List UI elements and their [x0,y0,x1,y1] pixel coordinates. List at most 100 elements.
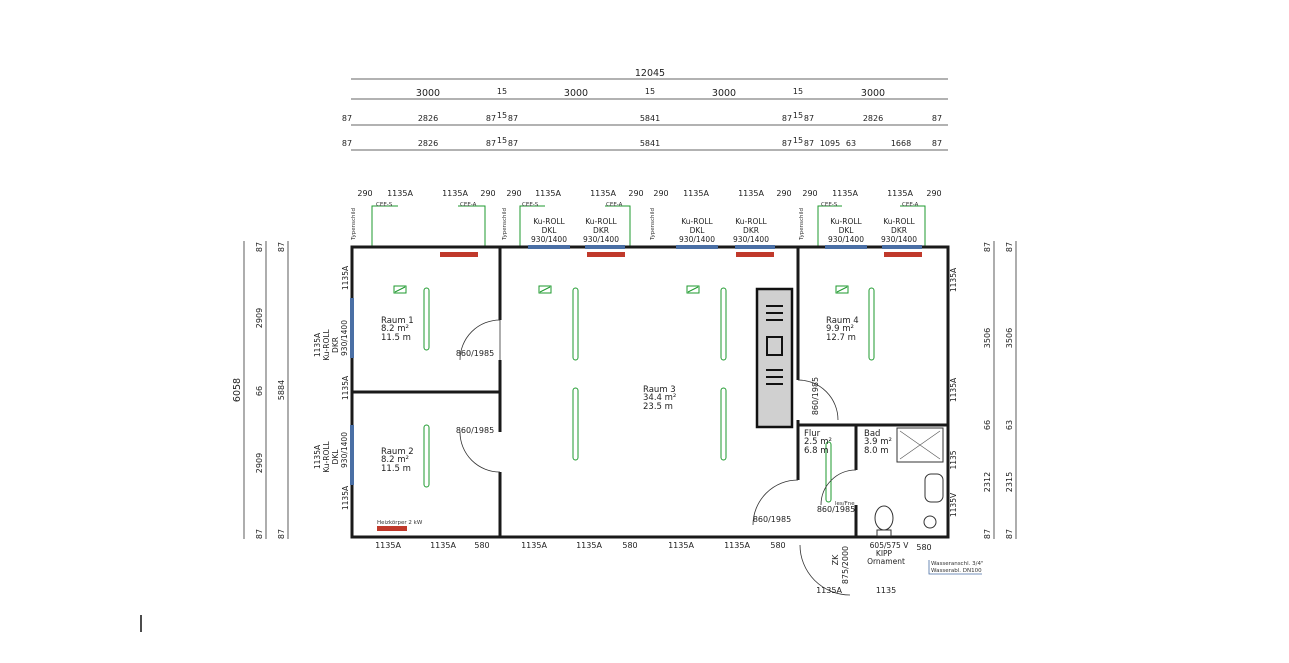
dim-inner: 87 [508,114,518,123]
dim-module: 3000 [416,88,440,99]
dim-right: 2312 [983,472,992,492]
room-area: 8.2 m² [381,455,409,465]
window-label: DKR [331,337,340,353]
right-dimensions: 87 3506 66 2312 87 87 3506 63 2315 87 [983,241,1017,539]
right-side-labels: 1135A 1135A 1135 1135V [949,267,958,517]
water-notes: Wasseranschl. 3/4" Wasserabl. DN100 [928,560,983,575]
opening-label: 1135A [590,189,616,198]
left-side-labels: 1135A 1135A 1135A 1135A Ku-ROLL DKR 930/… [313,265,350,510]
opening-label: 290 [653,189,668,198]
window-size: 605/575 V [870,541,910,550]
dim-left: 87 [277,529,286,539]
room-perimeter: 23.5 m [643,402,673,412]
dim-module: 3000 [564,88,588,99]
typenschild-label: Typenschild [351,208,357,241]
door-size: 860/1985 [456,349,494,358]
side-label: 1135A [341,265,350,290]
window-opening: DKL [542,226,558,235]
opening-label: 1135A [832,189,858,198]
heaters: Heizkörper 2 kW [377,252,922,531]
window-label: 1135A [313,444,322,469]
window-opening: DKR [593,226,609,235]
rectangle-icon [766,336,783,356]
kitchen-unit [755,287,794,429]
dim-left-total: 6058 [232,378,243,402]
dim-right: 2315 [1005,472,1014,492]
opening-label: 580 [474,541,489,550]
window-type: Ku-ROLL [883,217,915,226]
window-type: Ku-ROLL [735,217,767,226]
dim-inner: 2826 [418,139,438,148]
dim-module: 3000 [861,88,885,99]
room-area: 34.4 m² [643,393,676,403]
top-opening-labels: 290 1135A 1135A 290 290 1135A 1135A 290 … [357,189,941,198]
side-label: 1135A [341,375,350,400]
room-perimeter: 11.5 m [381,464,411,474]
window-size: 930/1400 [531,235,567,244]
window-opening: KIPP [876,549,893,558]
window-top [528,245,570,249]
dim-inner: 87 [508,139,518,148]
window-size: 930/1400 [828,235,864,244]
window-size: 930/1400 [881,235,917,244]
room-perimeter: 8.0 m [864,446,889,456]
dim-right: 87 [1005,529,1014,539]
opening-label: 580 [622,541,637,550]
opening-label: 1135A [887,189,913,198]
typenschild-label: Typenschild [650,208,656,241]
dim-inner: 87 [486,114,496,123]
window-opening: DKR [743,226,759,235]
opening-label: 1135A [375,541,401,550]
dim-left: 66 [255,386,264,396]
opening-label: 580 [916,543,931,552]
door-size: 860/1985 [811,377,820,415]
water-heater [923,515,937,529]
room-name: Raum 1 [381,316,414,326]
window-type: Ku-ROLL [681,217,713,226]
top-window-labels: Ku-ROLL DKL 930/1400 Ku-ROLL DKR 930/140… [531,217,917,244]
opening-label: 290 [357,189,372,198]
room-name: Raum 3 [643,385,676,395]
window-left [350,425,354,485]
opening-label: 1135A [430,541,456,550]
dim-inner: 5841 [640,139,660,148]
window-top [735,245,775,249]
window-left [350,298,354,358]
bath-window-label: 605/575 V KIPP Ornament [867,541,909,566]
opening-label: 1135A [683,189,709,198]
dim-left-inner: 5884 [277,380,286,400]
opening-label: 580 [770,541,785,550]
opening-label: 1135 [876,586,896,595]
door-size: 860/1985 [817,505,855,514]
dim-module: 15 [497,87,507,96]
dim-inner: 1095 [820,139,840,148]
dim-inner: 63 [846,139,856,148]
water-inlet-note: Wasseranschl. 3/4" [931,561,983,567]
window-size: 930/1400 [679,235,715,244]
room-name: Flur [804,429,821,439]
side-label: 1135V [949,492,958,517]
window-opening: DKL [690,226,706,235]
cee-sockets: CEE-S CEE-A CEE-S CEE-A CEE-S CEE-A Type… [351,202,926,246]
kitchen-block [755,287,794,429]
typenschild-label: Typenschild [502,208,508,241]
room-name: Raum 2 [381,447,414,457]
heater [884,252,922,257]
window-top [676,245,718,249]
opening-label: 1135A [442,189,468,198]
room-perimeter: 11.5 m [381,333,411,343]
dim-inner: 87 [932,114,942,123]
window-label: 930/1400 [340,432,349,468]
ceiling-lights [423,287,875,503]
window-top [585,245,625,249]
room-area: 8.2 m² [381,324,409,334]
dim-left: 2909 [255,308,264,328]
opening-label: 290 [926,189,941,198]
dim-inner: 1668 [891,139,911,148]
dim-total-width: 12045 [635,68,665,79]
side-label: 1135A [949,267,958,292]
opening-label: 1135A [521,541,547,550]
window-top [882,245,922,249]
toilet [874,505,894,531]
dim-left: 87 [255,242,264,252]
